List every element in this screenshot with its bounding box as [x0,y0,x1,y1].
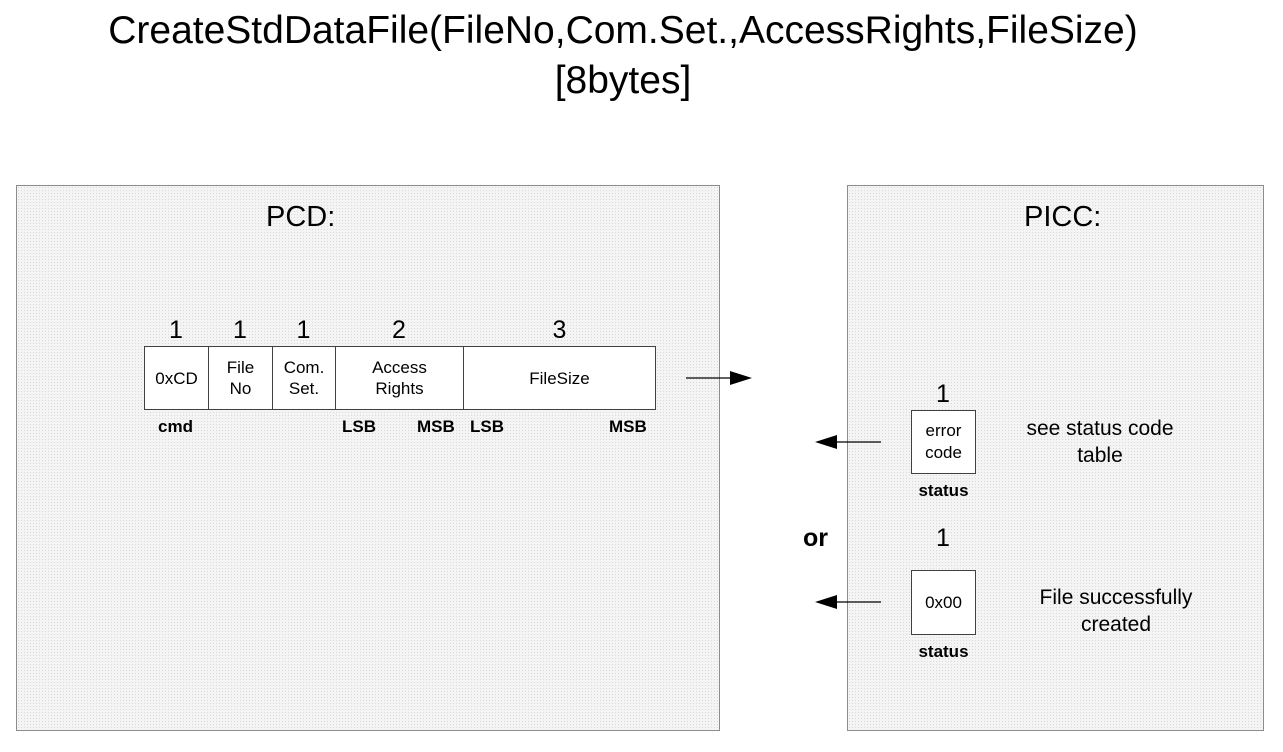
cmd-label: cmd [158,417,193,436]
error-code-value: error code [925,421,962,462]
pcd-panel [16,185,720,731]
error-status-label: status [918,481,969,500]
field-fileno-label: File No [226,358,255,398]
field-count-access-rights: 2 [392,316,406,344]
success-note: File successfully created [1039,586,1193,636]
field-count-filesize: 3 [552,316,567,344]
success-code-box: 0x00 [911,570,976,635]
send-arrow [686,371,752,385]
field-fileno-cell: File No [209,347,273,409]
filesize-lsb-label: LSB [470,417,504,436]
success-code-value: 0x00 [925,592,962,612]
picc-title: PICC: [1024,201,1102,233]
response-error-count: 1 [936,380,950,408]
field-comset-label: Com. Set. [283,358,325,398]
field-cmd-cell: 0xCD [145,347,209,409]
response-success-count: 1 [936,524,950,552]
field-count-fileno: 1 [233,316,247,344]
access-lsb-label: LSB [342,417,376,436]
field-count-cmd: 1 [169,316,183,344]
success-status-label: status [918,642,969,661]
field-filesize-cell: FileSize [464,347,655,409]
error-code-box: error code [911,410,976,474]
diagram-subtitle: [8bytes] [554,59,692,102]
error-note: see status code table [1026,417,1174,467]
field-filesize-label: FileSize [529,368,590,388]
command-frame: 0xCD File No Com. Set. Access Rights Fil… [144,346,656,410]
field-cmd-label: 0xCD [155,368,198,388]
field-access-rights-label: Access Rights [372,358,427,398]
filesize-msb-label: MSB [609,417,647,436]
pcd-title: PCD: [266,201,336,233]
error-return-arrow [815,435,881,449]
access-msb-label: MSB [417,417,455,436]
field-comset-cell: Com. Set. [273,347,336,409]
or-label: or [803,524,828,552]
field-count-comset: 1 [296,316,311,344]
success-return-arrow [815,595,881,609]
field-access-rights-cell: Access Rights [336,347,464,409]
diagram-title: CreateStdDataFile(FileNo,Com.Set.,Access… [108,9,1138,52]
